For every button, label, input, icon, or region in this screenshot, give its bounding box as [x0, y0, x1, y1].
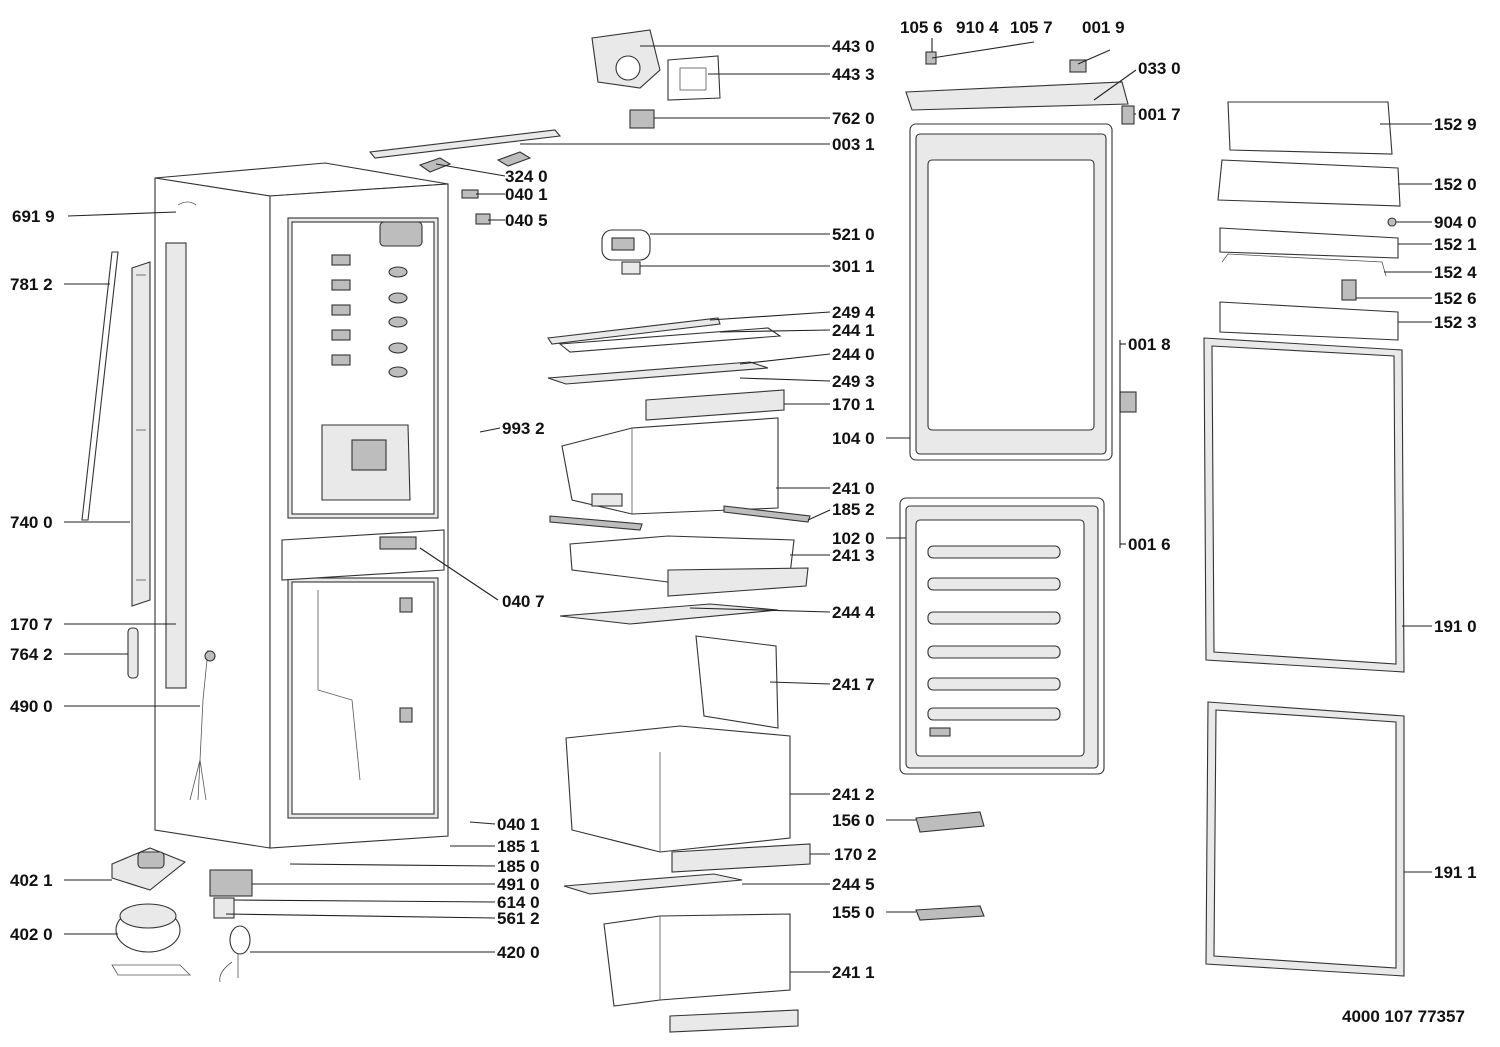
- label-490-0: 490 0: [10, 697, 53, 716]
- label-241-2: 241 2: [832, 785, 875, 804]
- label-244-4: 244 4: [832, 603, 875, 622]
- label-170-7: 170 7: [10, 615, 53, 634]
- leader-lines: [64, 38, 1432, 973]
- document-code: 4000 107 77357: [1342, 1007, 1465, 1026]
- label-241-1: 241 1: [832, 963, 875, 982]
- label-170-1: 170 1: [832, 395, 875, 414]
- label-040-5: 040 5: [505, 211, 548, 230]
- part-labels: 443 0 443 3 762 0 003 1 324 0 040 1 040 …: [10, 18, 1477, 1026]
- label-249-4: 249 4: [832, 303, 875, 322]
- label-491-0: 491 0: [497, 875, 540, 894]
- fridge-cabinet: [154, 162, 449, 849]
- label-910-4: 910 4: [956, 18, 999, 37]
- label-040-1-top: 040 1: [505, 185, 548, 204]
- label-170-2: 170 2: [834, 845, 877, 864]
- label-420-0: 420 0: [497, 943, 540, 962]
- label-241-7: 241 7: [832, 675, 875, 694]
- label-904-0: 904 0: [1434, 213, 1477, 232]
- label-001-7: 001 7: [1138, 105, 1181, 124]
- label-152-0: 152 0: [1434, 175, 1477, 194]
- label-003-1: 003 1: [832, 135, 875, 154]
- label-781-2: 781 2: [10, 275, 53, 294]
- label-614-0: 614 0: [497, 893, 540, 912]
- label-001-6: 001 6: [1128, 535, 1171, 554]
- label-191-0: 191 0: [1434, 617, 1477, 636]
- label-521-0: 521 0: [832, 225, 875, 244]
- label-324-0: 324 0: [505, 167, 548, 186]
- label-152-1: 152 1: [1434, 235, 1477, 254]
- label-185-1: 185 1: [497, 837, 540, 856]
- label-155-0: 155 0: [832, 903, 875, 922]
- label-152-9: 152 9: [1434, 115, 1477, 134]
- label-443-0: 443 0: [832, 37, 875, 56]
- label-105-6: 105 6: [900, 18, 943, 37]
- label-402-0: 402 0: [10, 925, 53, 944]
- label-244-0: 244 0: [832, 345, 875, 364]
- label-185-2: 185 2: [832, 500, 875, 519]
- compressor-group: [111, 847, 253, 983]
- label-402-1: 402 1: [10, 871, 53, 890]
- label-244-1: 244 1: [832, 321, 875, 340]
- label-301-1: 301 1: [832, 257, 875, 276]
- label-185-0: 185 0: [497, 857, 540, 876]
- label-152-3: 152 3: [1434, 313, 1477, 332]
- label-241-3: 241 3: [832, 546, 875, 565]
- label-691-9: 691 9: [12, 207, 55, 226]
- label-249-3: 249 3: [832, 372, 875, 391]
- label-993-2: 993 2: [502, 419, 545, 438]
- label-241-0: 241 0: [832, 479, 875, 498]
- label-102-0: 102 0: [832, 529, 875, 548]
- label-443-3: 443 3: [832, 65, 875, 84]
- fan-and-controls: [591, 29, 721, 275]
- label-001-8: 001 8: [1128, 335, 1171, 354]
- door-bins: [1217, 101, 1401, 341]
- label-561-2: 561 2: [497, 909, 540, 928]
- label-244-5: 244 5: [832, 875, 875, 894]
- door-liners: [899, 51, 1137, 775]
- label-040-7: 040 7: [502, 592, 545, 611]
- label-104-0: 104 0: [832, 429, 875, 448]
- label-191-1: 191 1: [1434, 863, 1477, 882]
- label-105-7: 105 7: [1010, 18, 1053, 37]
- door-gaskets: [1203, 337, 1405, 977]
- label-764-2: 764 2: [10, 645, 53, 664]
- label-762-0: 762 0: [832, 109, 875, 128]
- label-740-0: 740 0: [10, 513, 53, 532]
- label-152-6: 152 6: [1434, 289, 1477, 308]
- top-cover-parts: [368, 129, 562, 225]
- shelves-and-drawers: [547, 317, 985, 1033]
- condenser-and-side-parts: [81, 251, 216, 801]
- label-033-0: 033 0: [1138, 59, 1181, 78]
- label-152-4: 152 4: [1434, 263, 1477, 282]
- label-156-0: 156 0: [832, 811, 875, 830]
- label-040-1-bottom: 040 1: [497, 815, 540, 834]
- label-001-9: 001 9: [1082, 18, 1125, 37]
